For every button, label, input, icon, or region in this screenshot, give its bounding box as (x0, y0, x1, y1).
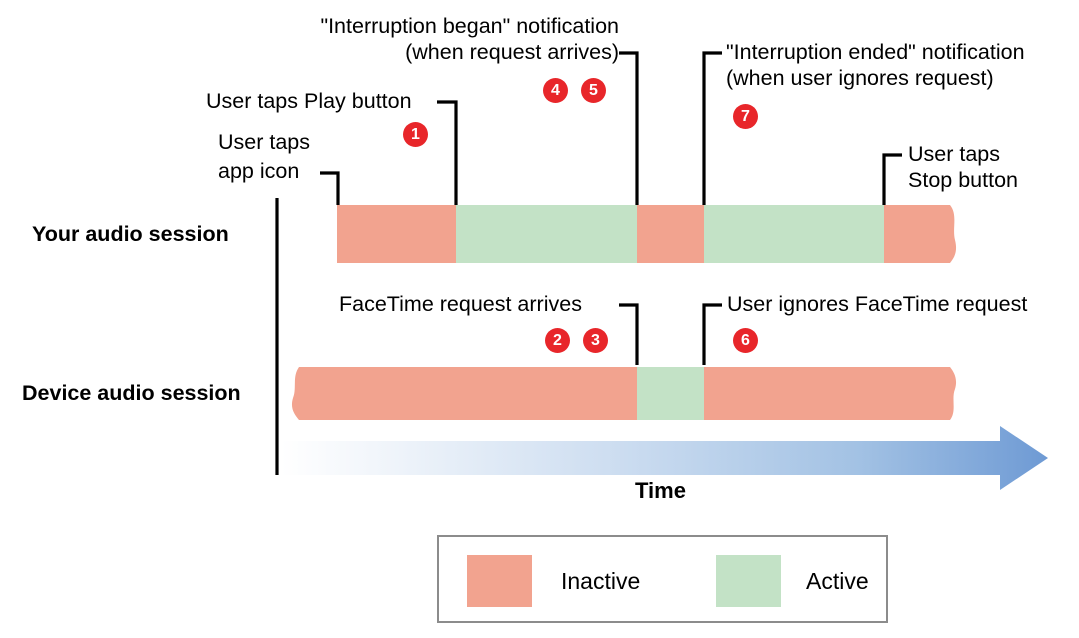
badge-3: 3 (583, 328, 608, 353)
legend-label-active: Active (806, 568, 869, 594)
leader-line-interruption-ended (702, 51, 722, 205)
legend-swatch-active (716, 555, 781, 607)
badge-1: 1 (403, 122, 428, 147)
row-label-your-audio-session: Your audio session (32, 222, 229, 246)
badge-4: 4 (543, 78, 568, 103)
annotation-play-button: User taps Play button (206, 89, 412, 113)
legend-label-inactive: Inactive (561, 568, 641, 594)
badge-5: 5 (581, 78, 606, 103)
legend: Inactive Active (437, 535, 888, 623)
segment-inactive (337, 205, 456, 263)
segment-inactive (704, 367, 957, 420)
annotation-app-icon-line1: User taps (218, 130, 311, 154)
annotation-app-icon-line2: app icon (218, 159, 300, 183)
annotation-facetime-arrives: FaceTime request arrives (339, 292, 582, 316)
annotation-interruption-ended-line2: (when user ignores request) (726, 66, 994, 90)
annotation-interruption-ended-line1: "Interruption ended" notification (726, 40, 1025, 64)
legend-swatch-inactive (467, 555, 532, 607)
segment-inactive (884, 205, 957, 263)
bar-your-audio-session (337, 205, 957, 263)
badge-2: 2 (545, 328, 570, 353)
axis-label-time: Time (635, 478, 686, 503)
leader-line-app-icon (320, 171, 340, 205)
leader-line-play-button (437, 100, 458, 205)
time-axis-arrow (281, 426, 1048, 490)
leader-line-interruption-began (619, 51, 639, 205)
row-label-device-audio-session: Device audio session (22, 381, 241, 405)
bar-device-audio-session (291, 367, 957, 420)
badge-6: 6 (733, 328, 758, 353)
annotation-stop-button-line2: Stop button (908, 168, 1018, 192)
segment-inactive (637, 205, 704, 263)
segment-active (456, 205, 637, 263)
leader-line-facetime-arrives (619, 303, 639, 365)
leader-line-user-ignores (702, 303, 722, 365)
segment-inactive (291, 367, 637, 420)
segment-active (637, 367, 704, 420)
annotation-stop-button-line1: User taps (908, 142, 1001, 166)
leader-line-stop-button (882, 153, 902, 205)
badge-7: 7 (733, 104, 758, 129)
annotation-user-ignores: User ignores FaceTime request (727, 292, 1028, 316)
segment-active (704, 205, 884, 263)
annotation-interruption-began-line2: (when request arrives) (405, 40, 619, 64)
annotation-interruption-began-line1: "Interruption began" notification (320, 14, 619, 38)
